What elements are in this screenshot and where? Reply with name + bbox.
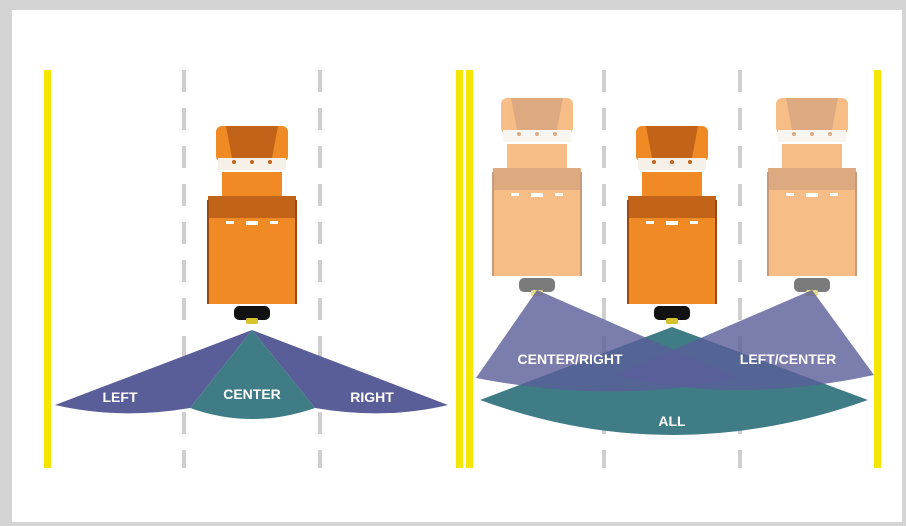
label-center: CENTER	[223, 386, 281, 402]
right-road	[466, 70, 881, 468]
left-road	[44, 70, 463, 468]
zone-center	[190, 330, 315, 419]
label-left-center: LEFT/CENTER	[740, 351, 836, 367]
truck-active-right	[627, 125, 717, 325]
left-road-edge-right	[456, 70, 463, 468]
truck-faded-right	[767, 97, 857, 297]
truck-faded-left: .tb{fill:#f08a24}.td{fill:#c2631a}.tl{fi…	[492, 97, 582, 297]
zone-left	[55, 330, 252, 414]
label-all: ALL	[658, 413, 686, 429]
right-road-edge-left	[466, 70, 473, 468]
label-center-right: CENTER/RIGHT	[518, 351, 623, 367]
right-zone-wedges	[476, 290, 874, 435]
left-road-edge-left	[44, 70, 51, 468]
left-zone-wedges	[55, 330, 448, 419]
right-road-edge-right	[874, 70, 881, 468]
label-left: LEFT	[103, 389, 138, 405]
label-right: RIGHT	[350, 389, 394, 405]
zone-left-center	[615, 290, 874, 390]
zone-right	[252, 330, 448, 414]
truck-active-left: .tb{fill:#f08a24}.td{fill:#c2631a}.tl{fi…	[207, 125, 297, 325]
